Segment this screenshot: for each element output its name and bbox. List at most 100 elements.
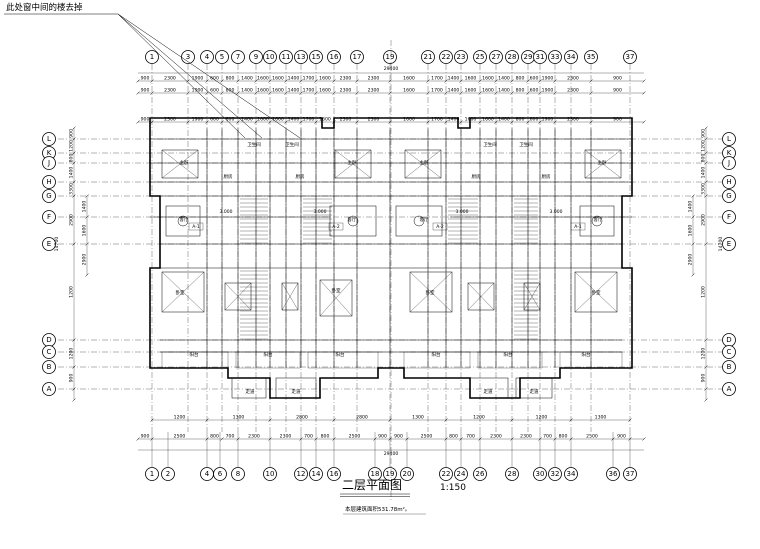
dim-right-text: 2900 bbox=[701, 214, 707, 226]
grid-bubble-left: B bbox=[42, 360, 56, 374]
grid-bubble-top: 34 bbox=[564, 50, 578, 64]
dim-bottom-row1-text: 800 bbox=[559, 434, 568, 440]
dim-bottom-row2-text: 2800 bbox=[356, 415, 368, 421]
dim-bottom-row1-tick bbox=[136, 437, 140, 441]
grid-bubble-top: 35 bbox=[584, 50, 598, 64]
dim-top-row2-tick bbox=[332, 91, 336, 95]
room-label-corridor: 走道 bbox=[530, 388, 539, 395]
dim-top-row2-tick bbox=[268, 91, 272, 95]
grid-bubble-label: 2 bbox=[166, 470, 170, 478]
grid-bubble-label: L bbox=[47, 135, 51, 143]
grid-bubble-label: D bbox=[46, 336, 51, 344]
dim-bottom-row1-text: 900 bbox=[394, 434, 403, 440]
furniture-diag bbox=[334, 149, 372, 179]
dim-top-row3-text: 900 bbox=[613, 117, 622, 123]
dim-bottom-row1-tick bbox=[299, 437, 303, 441]
dim-top-row3-text: 1900 bbox=[192, 117, 204, 123]
grid-bubble-circle bbox=[42, 360, 56, 374]
dim-right-tick bbox=[704, 126, 708, 130]
room-label-toilet: 卫生间 bbox=[247, 141, 261, 148]
grid-bubble-label: 4 bbox=[205, 470, 210, 478]
dim-top-row3-tick bbox=[220, 120, 224, 124]
grid-bubble-top: 15 bbox=[309, 50, 323, 64]
dim-bottom-row2-text: 1200 bbox=[473, 415, 485, 421]
dim-top-row2-text: 1600 bbox=[319, 88, 331, 94]
dim-bottom-row1-tick bbox=[220, 437, 224, 441]
furniture-diag bbox=[584, 149, 622, 179]
grid-bubble-circle bbox=[42, 210, 56, 224]
grid-bubble-left: H bbox=[42, 175, 56, 189]
dim-top-row3-tick bbox=[538, 120, 542, 124]
dim-top-row3-text: 600 bbox=[530, 117, 539, 123]
dim-top-row2-tick bbox=[642, 91, 646, 95]
grid-bubble-circle bbox=[327, 467, 341, 481]
dim-right-tick bbox=[704, 398, 708, 402]
dim-top-row3-tick bbox=[150, 120, 154, 124]
grid-bubble-circle bbox=[42, 382, 56, 396]
unit-tag: A-1 bbox=[574, 224, 582, 230]
dim-bottom-row1-tick bbox=[444, 437, 448, 441]
dim-left-text: 3300 bbox=[69, 183, 75, 195]
dim-left-inner-text: 1600 bbox=[82, 225, 88, 237]
grid-bubble-label: 7 bbox=[236, 53, 240, 61]
grid-bubble-circle bbox=[400, 467, 414, 481]
dim-bottom-row1-text: 2500 bbox=[421, 434, 433, 440]
grid-bubble-label: J bbox=[727, 159, 730, 167]
room-label-living: 客厅 bbox=[420, 216, 429, 223]
grid-bubble-bottom: 32 bbox=[548, 467, 562, 481]
sofa-set bbox=[579, 205, 615, 237]
grid-bubble-label: 36 bbox=[609, 470, 618, 478]
dim-bottom-row1-text: 800 bbox=[449, 434, 458, 440]
dim-top-row1-text: 1600 bbox=[465, 76, 477, 82]
dim-bottom-row1-tick bbox=[205, 437, 209, 441]
dim-bottom-row2-tick bbox=[268, 418, 272, 422]
dim-top-row2-tick bbox=[355, 91, 359, 95]
dim-left-tick bbox=[72, 151, 76, 155]
grid-bubble-right: F bbox=[722, 210, 736, 224]
dim-top-row1-text: 1400 bbox=[498, 76, 510, 82]
grid-bubble-left: C bbox=[42, 345, 56, 359]
dim-top-row1-tick bbox=[205, 79, 209, 83]
dim-top-row2-tick bbox=[205, 91, 209, 95]
grid-bubble-label: A bbox=[727, 385, 732, 393]
grid-bubble-label: 14 bbox=[312, 470, 321, 478]
dim-left-tick bbox=[72, 338, 76, 342]
grid-bubble-bottom: 1 bbox=[145, 467, 159, 481]
dim-bottom-row1-text: 2300 bbox=[490, 434, 502, 440]
dim-left-total: 14700 bbox=[54, 237, 60, 252]
furniture bbox=[161, 271, 205, 313]
dim-top-row2-tick bbox=[426, 91, 430, 95]
room-label-bedroom: 卧室 bbox=[332, 287, 341, 294]
drawing-scale: 1:150 bbox=[440, 483, 466, 493]
grid-bubble-circle bbox=[350, 50, 364, 64]
dim-right-inner-text: 1600 bbox=[688, 225, 694, 237]
grid-bubble-circle bbox=[42, 175, 56, 189]
grid-bubble-top: 31 bbox=[533, 50, 547, 64]
dim-top-row2-tick bbox=[220, 91, 224, 95]
dim-bottom-row1-tick bbox=[268, 437, 272, 441]
grid-bubble-bottom: 26 bbox=[473, 467, 487, 481]
grid-bubble-label: 3 bbox=[186, 53, 190, 61]
dim-top-row1-tick bbox=[589, 79, 593, 83]
grid-bubble-label: C bbox=[727, 348, 732, 356]
dim-bottom-row1-tick bbox=[611, 437, 615, 441]
dim-top-total: 29400 bbox=[384, 66, 399, 72]
dim-top-row2-tick bbox=[444, 91, 448, 95]
grid-bubble-top: 1 bbox=[145, 50, 159, 64]
grid-bubble-label: 16 bbox=[330, 53, 339, 61]
dim-top-row2-tick bbox=[526, 91, 530, 95]
dim-right-tick bbox=[704, 161, 708, 165]
dim-top-row1-tick bbox=[388, 79, 392, 83]
furniture-diag bbox=[574, 271, 618, 313]
dim-top-row3-tick bbox=[459, 120, 463, 124]
dim-bottom-row1-text: 900 bbox=[141, 434, 150, 440]
grid-bubble-bottom: 8 bbox=[231, 467, 245, 481]
grid-bubble-label: K bbox=[47, 149, 52, 157]
coffee-table bbox=[413, 215, 425, 227]
dim-bottom-row1-tick bbox=[459, 437, 463, 441]
grid-bubble-left: E bbox=[42, 237, 56, 251]
dim-top-row1-tick bbox=[150, 79, 154, 83]
furniture-diag bbox=[224, 282, 252, 311]
dim-top-row1-text: 2300 bbox=[567, 76, 579, 82]
grid-bubble-label: 6 bbox=[218, 470, 223, 478]
